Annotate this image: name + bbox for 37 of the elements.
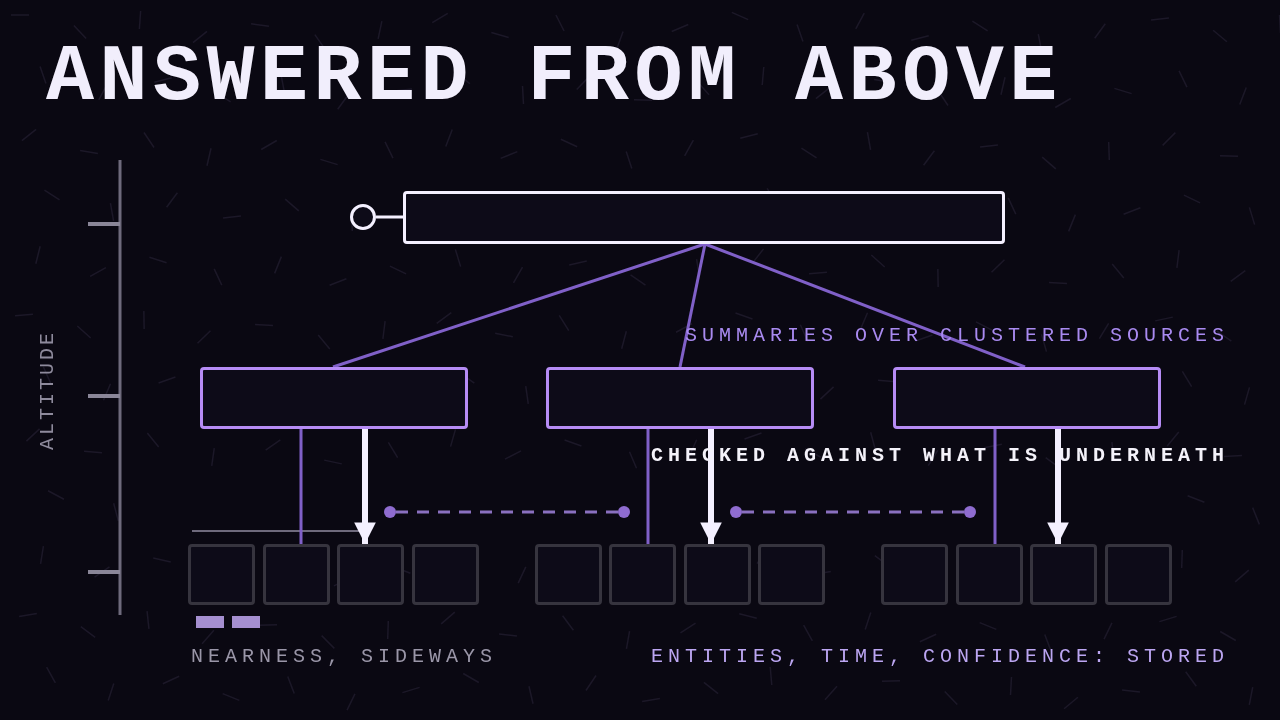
empty-box xyxy=(403,191,1005,244)
title: ANSWERED FROM ABOVE xyxy=(46,38,1063,118)
dot xyxy=(384,506,396,518)
empty-box xyxy=(893,367,1161,429)
caption-text: NEARNESS, SIDEWAYS xyxy=(191,645,498,669)
tile xyxy=(956,544,1023,605)
dashed-connector xyxy=(396,510,618,514)
tile xyxy=(412,544,479,605)
arrow xyxy=(700,429,722,544)
tile xyxy=(758,544,825,605)
tile xyxy=(609,544,676,605)
arrow xyxy=(1047,429,1069,544)
tile xyxy=(535,544,602,605)
connector-line xyxy=(376,215,403,219)
tile xyxy=(337,544,404,605)
caption-text: ENTITIES, TIME, CONFIDENCE: STORED xyxy=(650,645,1229,669)
connector-line xyxy=(646,429,650,544)
dot xyxy=(618,506,630,518)
tile xyxy=(188,544,255,605)
empty-box xyxy=(546,367,814,429)
dot xyxy=(730,506,742,518)
tile xyxy=(1030,544,1097,605)
arrow xyxy=(354,429,376,544)
dot xyxy=(964,506,976,518)
empty-box xyxy=(200,367,468,429)
connector-line xyxy=(299,429,303,544)
tile xyxy=(263,544,330,605)
connector-line xyxy=(332,242,706,369)
axis-label: ALTITUDE xyxy=(36,330,60,450)
tile xyxy=(881,544,948,605)
ring xyxy=(350,204,376,230)
dashed-connector xyxy=(742,510,964,514)
tile xyxy=(684,544,751,605)
connector-line xyxy=(993,429,997,544)
connector-line xyxy=(704,242,1026,369)
tile xyxy=(1105,544,1172,605)
connector-line xyxy=(678,243,707,368)
